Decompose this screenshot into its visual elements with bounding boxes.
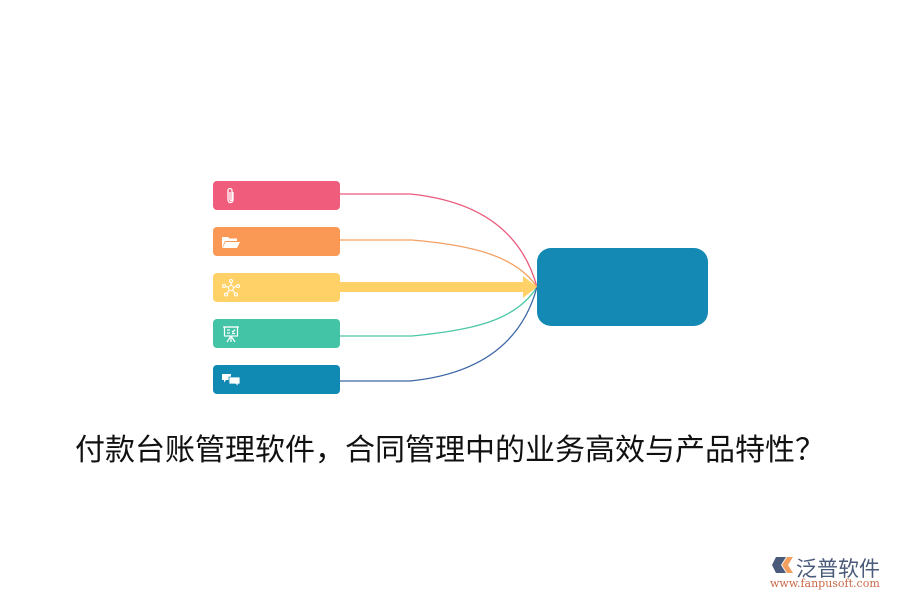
presentation-board-icon: [221, 324, 241, 344]
fanpu-logo-icon: [772, 555, 794, 575]
node-network[interactable]: [213, 273, 340, 302]
folder-open-icon: [221, 232, 241, 252]
brand-url: www.fanpusoft.com: [770, 577, 880, 590]
center-node[interactable]: [537, 248, 708, 326]
brand-name: 泛普软件: [796, 557, 880, 581]
node-paperclip[interactable]: [213, 181, 340, 210]
page-title: 付款台账管理软件，合同管理中的业务高效与产品特性？: [75, 433, 825, 468]
paperclip-icon: [221, 186, 241, 206]
node-presentation[interactable]: [213, 319, 340, 348]
chat-bubbles-icon: [221, 370, 241, 390]
network-hub-icon: [221, 278, 241, 298]
node-chat[interactable]: [213, 365, 340, 394]
watermark-logo: 泛普软件 www.fanpusoft.com: [770, 553, 895, 593]
node-folder[interactable]: [213, 227, 340, 256]
